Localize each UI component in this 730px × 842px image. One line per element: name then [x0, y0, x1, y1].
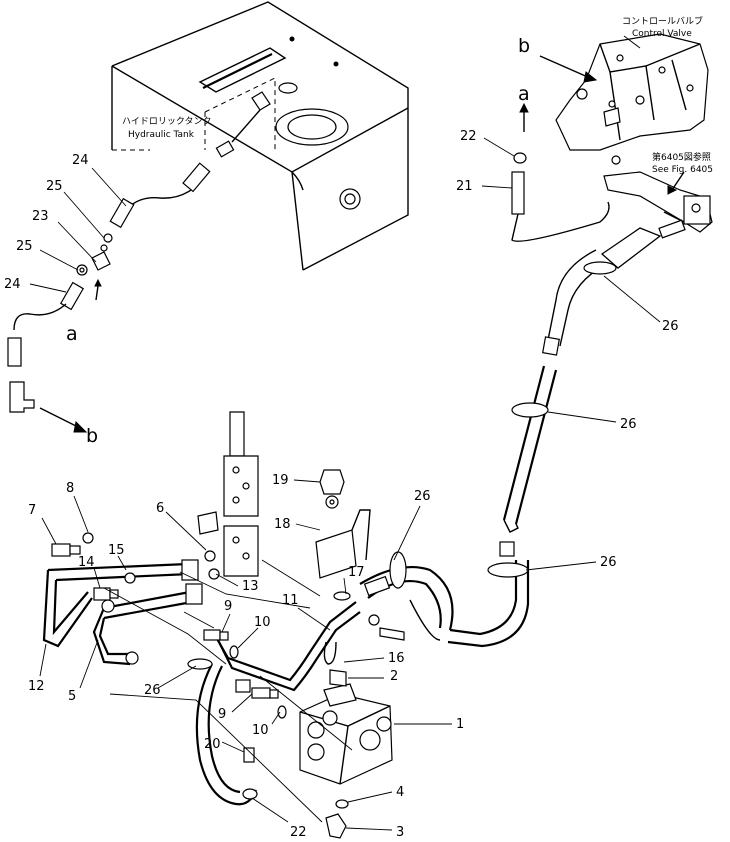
tank-label-en: Hydraulic Tank: [128, 130, 195, 140]
part-label-26: 26: [662, 319, 679, 334]
part-numbers: 24 25 23 25 24 22 21 26 26 26 26 19 18 1…: [4, 129, 679, 840]
part-label-12: 12: [28, 679, 45, 694]
part-label-25: 25: [16, 239, 33, 254]
part-label-13: 13: [242, 579, 259, 594]
part-label-3: 3: [396, 825, 404, 840]
part-label-26: 26: [144, 683, 161, 698]
hydraulic-tank: [111, 1, 409, 271]
part-label-10: 10: [252, 723, 269, 738]
part-label-22: 22: [460, 129, 477, 144]
part-label-26: 26: [620, 417, 637, 432]
left-arrows: a b: [39, 278, 102, 447]
part-label-26: 26: [600, 555, 617, 570]
pipe-loop: [42, 532, 203, 666]
part-label-9: 9: [224, 599, 232, 614]
part-label-11: 11: [282, 593, 299, 608]
part-label-17: 17: [348, 565, 365, 580]
fig-ref-jp: 第6405図参照: [652, 151, 711, 163]
arrow-label-b-top: b: [518, 35, 530, 57]
tank-callout: ハイドロリックタンク Hydraulic Tank: [122, 116, 211, 140]
part-label-19: 19: [272, 473, 289, 488]
right-hose-assembly: [447, 152, 662, 648]
part-label-23: 23: [32, 209, 49, 224]
part-label-25: 25: [46, 179, 63, 194]
part-label-20: 20: [204, 737, 221, 752]
part-label-1: 1: [456, 717, 464, 732]
part-label-21: 21: [456, 179, 473, 194]
part-label-7: 7: [28, 503, 36, 518]
valve-label-en: Control Valve: [632, 29, 692, 39]
mounting-bracket: [197, 411, 259, 577]
control-valve: [555, 33, 713, 239]
part-label-6: 6: [156, 501, 164, 516]
part-label-15: 15: [108, 543, 125, 558]
leader-lines: [29, 137, 661, 831]
part-label-18: 18: [274, 517, 291, 532]
valve-label-jp: コントロールバルブ: [622, 15, 703, 27]
part-label-4: 4: [396, 785, 404, 800]
part-label-24: 24: [4, 277, 21, 292]
part-label-2: 2: [390, 669, 398, 684]
fig-ref-en: See Fig. 6405: [652, 165, 713, 175]
valve-block: [299, 683, 393, 785]
part-label-10: 10: [254, 615, 271, 630]
part-label-5: 5: [68, 689, 76, 704]
clamp-parts: [315, 469, 405, 687]
pipe-11: [211, 551, 454, 692]
part-label-9: 9: [218, 707, 226, 722]
tank-label-jp: ハイドロリックタンク: [122, 116, 211, 127]
part-label-8: 8: [66, 481, 74, 496]
arrow-label-a-left: a: [66, 323, 78, 345]
part-label-26: 26: [414, 489, 431, 504]
left-hose-assembly: [7, 162, 211, 413]
fittings-9-10-13: [187, 550, 349, 839]
part-label-22: 22: [290, 825, 307, 840]
part-label-16: 16: [388, 651, 405, 666]
arrow-label-b-left: b: [86, 425, 98, 447]
top-arrows: b a: [518, 35, 598, 132]
arrow-label-a-top: a: [518, 83, 530, 105]
part-label-14: 14: [78, 555, 95, 570]
valve-callout: コントロールバルブ Control Valve 第6405図参照 See Fig…: [622, 15, 713, 175]
part-label-24: 24: [72, 153, 89, 168]
